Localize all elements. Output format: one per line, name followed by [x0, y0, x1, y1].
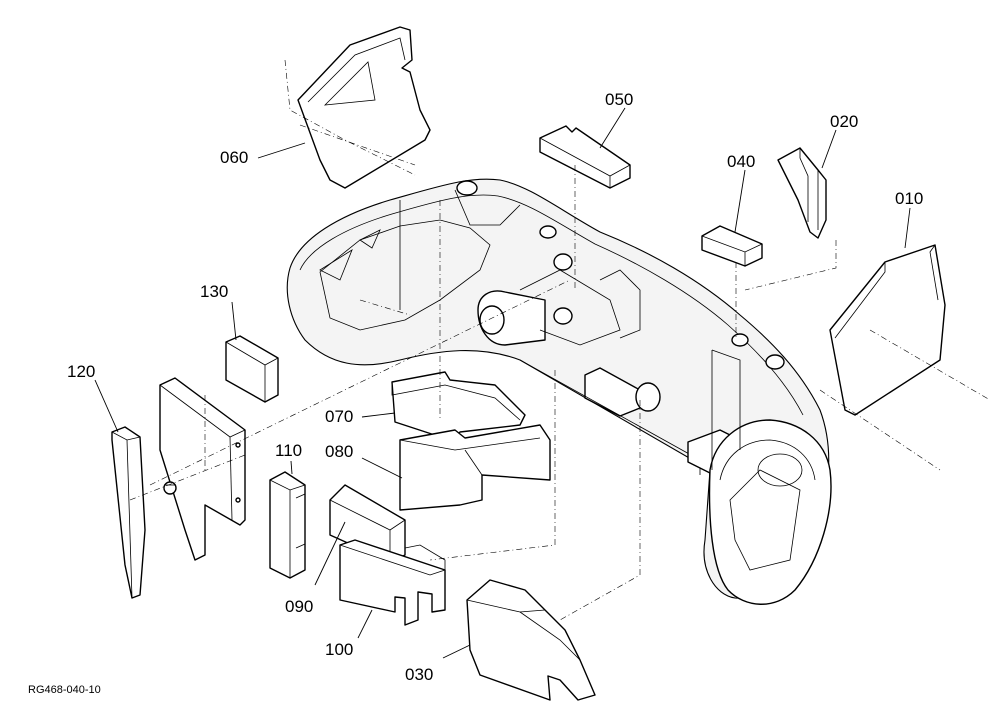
label-030: 030	[405, 665, 433, 684]
part-060	[284, 26, 431, 189]
part-120	[111, 426, 146, 599]
part-070	[391, 371, 526, 441]
part-020	[777, 147, 827, 239]
label-100: 100	[325, 640, 353, 659]
reference-code: RG468-040-10	[28, 684, 101, 696]
alignment-lines	[129, 165, 837, 621]
part-130	[225, 335, 279, 403]
part-030	[466, 579, 596, 701]
label-130: 130	[200, 282, 228, 301]
label-010: 010	[895, 189, 923, 208]
part-040	[701, 225, 763, 267]
part-050	[539, 125, 631, 189]
label-040: 040	[727, 152, 755, 171]
part-110	[269, 471, 306, 579]
label-120: 120	[67, 362, 95, 381]
label-080: 080	[325, 442, 353, 461]
label-090: 090	[285, 597, 313, 616]
label-110: 110	[275, 441, 302, 460]
bracket	[159, 377, 246, 561]
part-100	[339, 539, 446, 626]
leader-lines	[94, 107, 911, 659]
part-080	[399, 424, 551, 511]
label-020: 020	[830, 112, 858, 131]
part-010	[819, 244, 991, 471]
label-050: 050	[605, 90, 633, 109]
label-070: 070	[325, 407, 353, 426]
main-housing	[286, 178, 832, 605]
label-060: 060	[220, 148, 248, 167]
